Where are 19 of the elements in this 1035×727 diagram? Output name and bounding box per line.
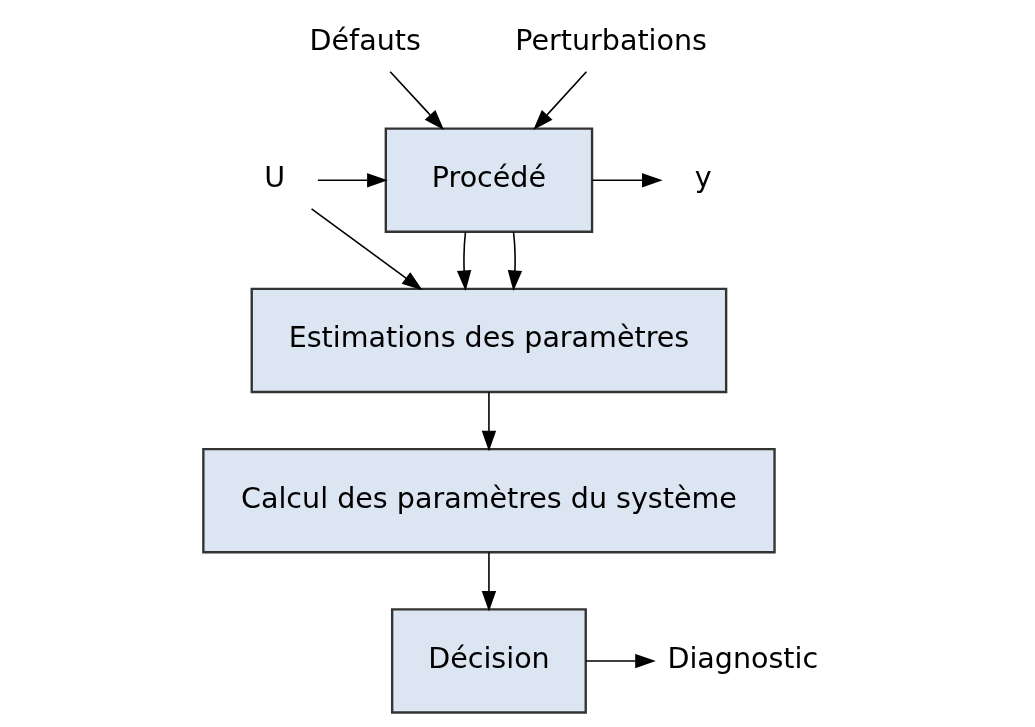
node-box: Calcul des paramètres du système (202, 448, 776, 554)
node-text: y (694, 160, 712, 195)
arrow (317, 173, 388, 188)
arrow (591, 173, 663, 188)
arrow (310, 208, 423, 291)
arrow (533, 70, 588, 131)
arrow (585, 653, 656, 669)
arrow (389, 70, 445, 130)
node-text: Diagnostic (667, 640, 819, 675)
node-text: Défauts (309, 22, 421, 57)
node-text: U (264, 160, 286, 195)
node-box: Estimations des paramètres (250, 287, 728, 394)
node-box: Décision (390, 608, 587, 714)
node-box: Procédé (384, 127, 594, 233)
node-text: Perturbations (515, 22, 707, 57)
arrow (456, 231, 472, 292)
arrow (507, 231, 523, 292)
arrow (481, 391, 497, 452)
arrow (481, 551, 497, 612)
